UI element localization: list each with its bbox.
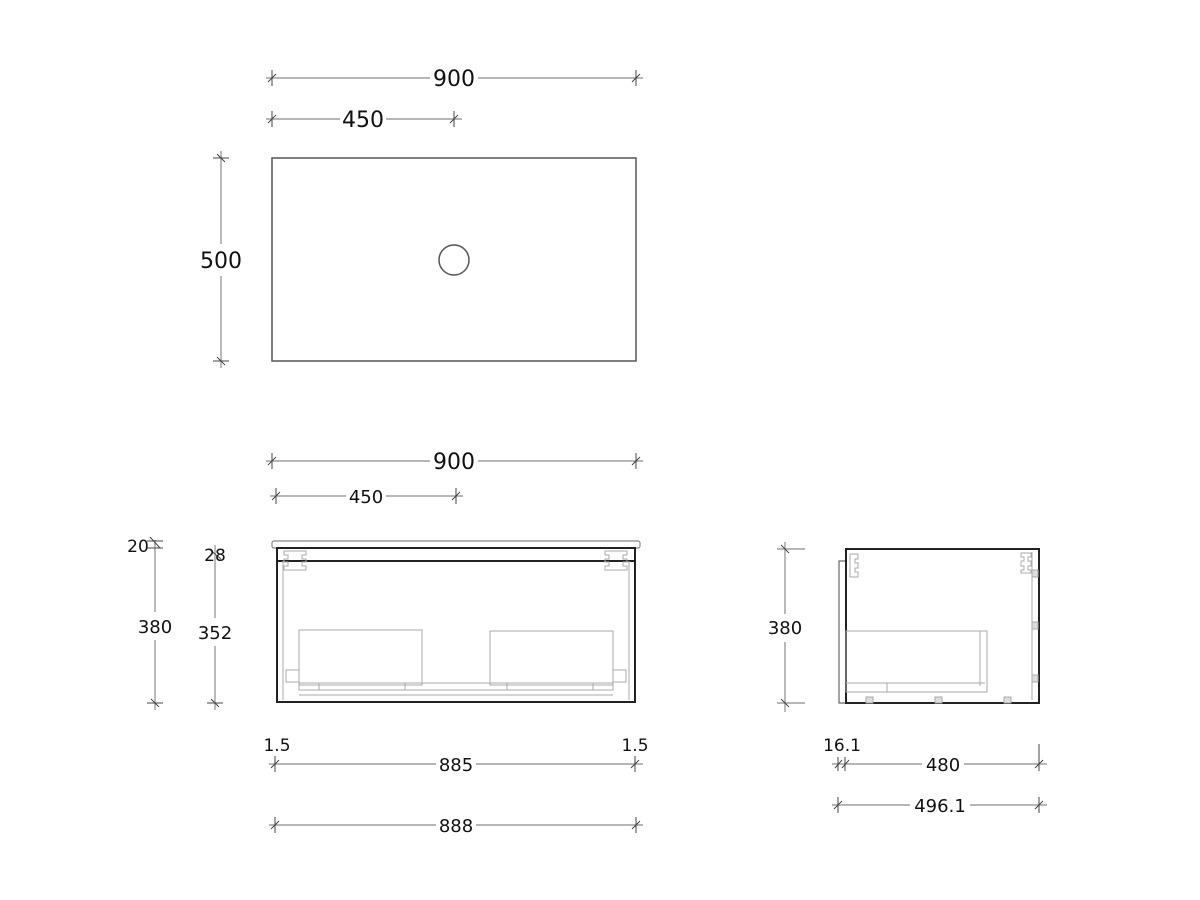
right-hinge-bracket xyxy=(604,550,628,571)
inner-width-label: 885 xyxy=(439,755,473,776)
front-cabinet xyxy=(271,540,641,703)
side-front-bracket xyxy=(849,553,859,578)
left-gap-label: 1.5 xyxy=(263,736,290,756)
vanity-top-outline xyxy=(271,157,637,362)
plan-view: 900 450 500 xyxy=(200,64,643,368)
side-cabinet-height-label: 380 xyxy=(768,618,802,639)
right-inner-drawer xyxy=(489,630,614,686)
body-depth-label: 480 xyxy=(926,755,960,776)
cabinet-width-dimension: 888 xyxy=(269,812,643,838)
drawer-gap-label: 28 xyxy=(204,546,226,566)
right-gap-label: 1.5 xyxy=(621,736,648,756)
drawer-front-edge xyxy=(838,560,847,704)
vanity-top-edge xyxy=(271,540,641,549)
side-height-dimension: 380 xyxy=(766,542,805,712)
plan-width-dimension: 900 xyxy=(266,64,643,92)
side-cabinet xyxy=(838,548,1040,704)
front-half-width-label: 450 xyxy=(349,487,383,508)
front-thickness-label: 16.1 xyxy=(823,736,861,756)
plan-width-label: 900 xyxy=(433,67,475,92)
front-view: 900 450 20 380 xyxy=(127,447,649,838)
cabinet-height-dimension: 20 380 xyxy=(127,536,174,710)
side-total-depth-dimension: 496.1 xyxy=(832,792,1047,818)
plan-half-width-label: 450 xyxy=(342,108,384,133)
side-body-depth-dimension: 16.1 480 xyxy=(823,736,1047,777)
top-thickness-label: 20 xyxy=(127,537,149,557)
inner-width-dimension: 1.5 1.5 885 xyxy=(263,736,649,777)
side-view: 380 16.1 xyxy=(766,542,1047,818)
cabinet-width-label: 888 xyxy=(439,816,473,837)
left-inner-drawer xyxy=(298,629,423,686)
drawer-height-label: 352 xyxy=(198,623,232,644)
front-width-dimension: 900 xyxy=(266,447,643,475)
side-rear-bracket xyxy=(1020,552,1032,574)
front-width-label: 900 xyxy=(433,450,475,475)
total-depth-label: 496.1 xyxy=(914,796,966,817)
plan-depth-label: 500 xyxy=(200,249,242,274)
left-hinge-bracket xyxy=(283,550,307,571)
front-cabinet-height-label: 380 xyxy=(138,617,172,638)
front-half-width-dimension: 450 xyxy=(270,484,463,508)
drawer-height-dimension: 28 352 xyxy=(196,545,234,710)
tap-hole xyxy=(438,244,470,276)
plan-depth-dimension: 500 xyxy=(200,151,244,368)
side-inner-drawer xyxy=(845,630,988,693)
plan-half-width-dimension: 450 xyxy=(266,105,462,133)
